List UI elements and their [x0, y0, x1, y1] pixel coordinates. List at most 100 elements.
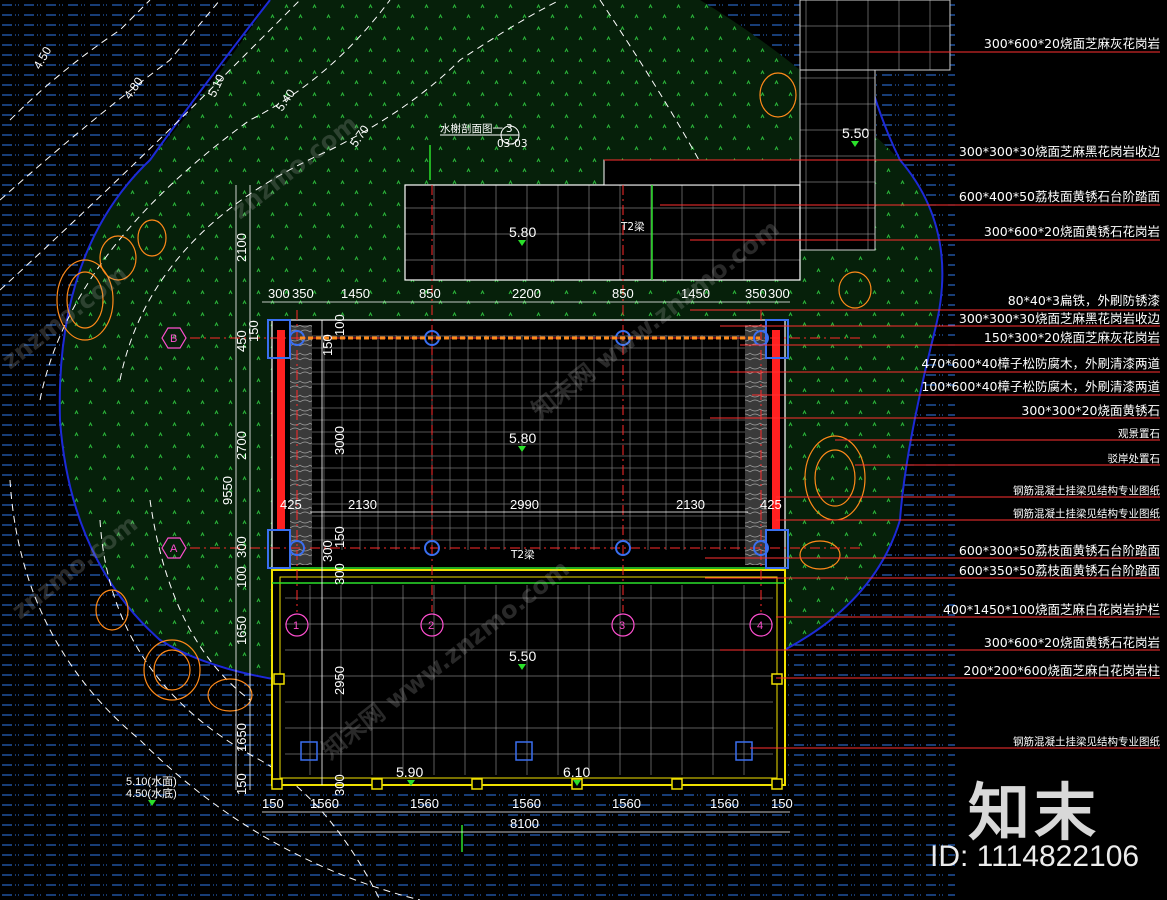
annotation: 300*600*20烧面黄锈石花岗岩 — [984, 224, 1160, 239]
level-label: 5.90 — [396, 764, 423, 780]
level-label: 5.10(水面) — [126, 775, 177, 788]
svg-text:150: 150 — [332, 526, 347, 548]
annotation: 300*600*20烧面芝麻灰花岗岩 — [984, 36, 1160, 51]
drain-marks — [300, 741, 753, 761]
svg-text:9550: 9550 — [220, 476, 235, 505]
annotation: 400*1450*100烧面芝麻白花岗岩护栏 — [943, 602, 1160, 617]
annotation-list: 300*600*20烧面芝麻灰花岗岩 300*300*30烧面芝麻黑花岗岩收边 … — [921, 36, 1160, 748]
axis-bubble-1: 1 — [285, 613, 309, 637]
steps — [272, 145, 785, 852]
leader-lines — [604, 51, 1160, 749]
svg-text:2100: 2100 — [234, 233, 249, 262]
rail-left — [277, 330, 285, 530]
svg-text:1650: 1650 — [234, 616, 249, 645]
svg-text:425: 425 — [760, 497, 782, 512]
svg-text:2950: 2950 — [332, 666, 347, 695]
svg-text:100: 100 — [234, 566, 249, 588]
svg-text:150: 150 — [262, 796, 284, 811]
black-margin — [955, 0, 1167, 900]
svg-text:150: 150 — [246, 320, 261, 342]
annotation: 300*300*20烧面黄锈石 — [1021, 403, 1160, 418]
dims-left-inner: 100 150 3000 150 300 300 2950 300 — [320, 314, 347, 796]
level-label: 6.10 — [563, 764, 590, 780]
svg-text:300: 300 — [268, 286, 290, 301]
level-label: 5.50 — [509, 648, 536, 664]
svg-text:150: 150 — [234, 773, 249, 795]
svg-text:1560: 1560 — [710, 796, 739, 811]
dims-left-outer: 2100 450 150 2700 300 100 1650 1650 150 … — [220, 233, 261, 795]
annotation: 300*300*30烧面芝麻黑花岗岩收边 — [959, 144, 1161, 159]
beam-label: T2梁 — [620, 220, 645, 233]
svg-text:1560: 1560 — [310, 796, 339, 811]
svg-text:150: 150 — [320, 334, 335, 356]
svg-text:1450: 1450 — [341, 286, 370, 301]
axis-bubble-2: 2 — [420, 613, 444, 637]
axis-bubble-4: 4 — [749, 613, 773, 637]
svg-text:300: 300 — [332, 563, 347, 585]
dimension-lines — [235, 185, 790, 833]
annotation: 200*200*600烧面芝麻白花岗岩柱 — [963, 663, 1160, 678]
svg-text:850: 850 — [419, 286, 441, 301]
svg-text:03-03: 03-03 — [497, 138, 528, 150]
axis-bubble-3: 3 — [611, 613, 635, 637]
axis-bubble-a: A — [161, 537, 187, 559]
level-label: 4.50(水底) — [126, 786, 177, 800]
svg-text:3: 3 — [506, 123, 513, 135]
svg-text:1450: 1450 — [681, 286, 710, 301]
annotation: 100*600*40樟子松防腐木，外刷清漆两道 — [921, 379, 1160, 394]
svg-text:350: 350 — [292, 286, 314, 301]
dims-top: 300 350 1450 850 2200 850 1450 350 300 — [268, 286, 790, 301]
annotation: 驳岸处置石 — [1108, 453, 1161, 465]
brand-logo: 知末 — [968, 776, 1101, 849]
svg-text:100: 100 — [332, 314, 347, 336]
annotation: 600*400*50荔枝面黄锈石台阶踏面 — [959, 189, 1160, 204]
annotation: 470*600*40樟子松防腐木，外刷清漆两道 — [921, 356, 1160, 371]
annotation: 300*600*20烧面黄锈石花岗岩 — [984, 635, 1160, 650]
wood-strip-left — [290, 325, 312, 565]
svg-text:2130: 2130 — [348, 497, 377, 512]
annotation: 观景置石 — [1118, 428, 1160, 440]
svg-text:4: 4 — [757, 620, 763, 632]
annotation: 150*300*20烧面芝麻灰花岗岩 — [984, 330, 1160, 345]
annotation: 300*300*30烧面芝麻黑花岗岩收边 — [959, 311, 1161, 326]
svg-text:3000: 3000 — [332, 426, 347, 455]
beam-label: T2梁 — [510, 548, 535, 561]
svg-text:A: A — [170, 543, 178, 555]
annotation: 钢筋混凝土挂梁见结构专业图纸 — [1013, 735, 1160, 748]
dims-inner: 425 2130 2990 2130 425 — [280, 497, 782, 512]
svg-text:2990: 2990 — [510, 497, 539, 512]
svg-text:150: 150 — [771, 796, 793, 811]
level-label: 5.80 — [509, 430, 536, 446]
svg-text:2700: 2700 — [234, 431, 249, 460]
svg-text:300: 300 — [234, 536, 249, 558]
svg-text:8100: 8100 — [510, 816, 539, 831]
svg-text:1560: 1560 — [410, 796, 439, 811]
svg-text:3: 3 — [619, 620, 625, 632]
svg-text:B: B — [170, 333, 177, 345]
annotation: 600*300*50荔枝面黄锈石台阶踏面 — [959, 543, 1160, 558]
svg-text:350: 350 — [745, 286, 767, 301]
brand-id: ID: 1114822106 — [930, 840, 1140, 873]
svg-text:300: 300 — [768, 286, 790, 301]
level-marks — [148, 141, 859, 806]
annotation: 600*350*50荔枝面黄锈石台阶踏面 — [959, 563, 1160, 578]
dims-bottom: 150 1560 1560 1560 1560 1560 150 8100 — [262, 796, 793, 831]
rail-right — [772, 330, 780, 530]
wood-strip-right — [745, 325, 767, 565]
svg-text:850: 850 — [612, 286, 634, 301]
svg-text:2130: 2130 — [676, 497, 705, 512]
annotation: 80*40*3扁铁，外刷防锈漆 — [1008, 293, 1160, 308]
svg-text:450: 450 — [234, 330, 249, 352]
annotation: 钢筋混凝土挂梁见结构专业图纸 — [1013, 507, 1160, 520]
svg-text:300: 300 — [332, 774, 347, 796]
svg-text:水榭剖面图一: 水榭剖面图一 — [440, 122, 503, 135]
svg-text:1560: 1560 — [612, 796, 641, 811]
svg-text:2200: 2200 — [512, 286, 541, 301]
svg-text:1650: 1650 — [234, 723, 249, 752]
axis-bubble-b: B — [161, 327, 187, 349]
annotation: 钢筋混凝土挂梁见结构专业图纸 — [1013, 484, 1160, 497]
level-label: 5.80 — [509, 224, 536, 240]
svg-text:300: 300 — [320, 540, 335, 562]
section-mark: 水榭剖面图一 3 03-03 — [440, 122, 528, 150]
